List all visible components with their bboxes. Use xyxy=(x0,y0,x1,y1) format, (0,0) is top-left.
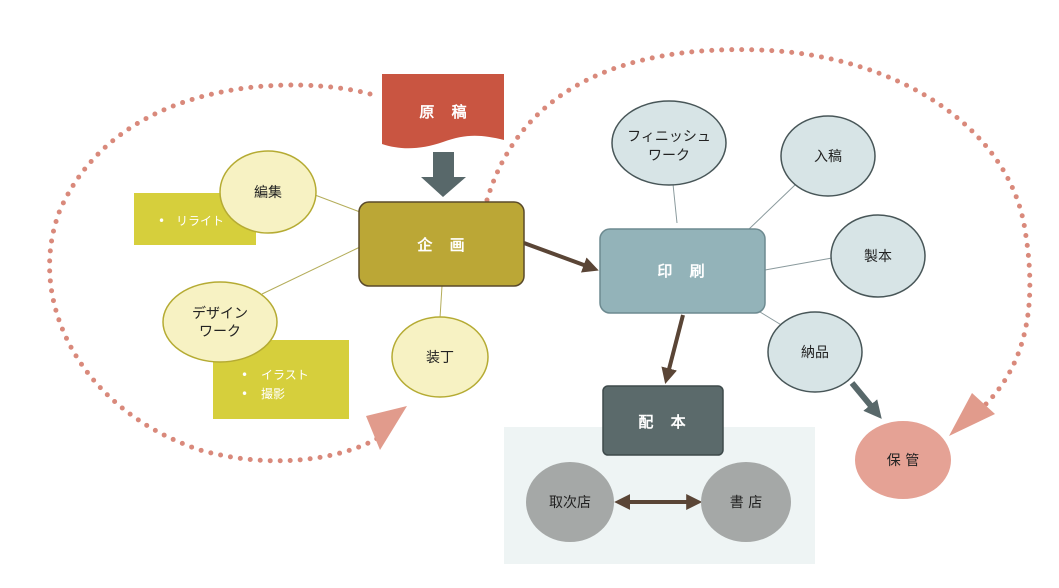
svg-text:書 店: 書 店 xyxy=(730,495,762,511)
note-illustration: イラスト xyxy=(261,368,309,382)
svg-text:入稿: 入稿 xyxy=(814,149,842,165)
dotted-cycle-loop xyxy=(47,82,381,464)
svg-text:配 本: 配 本 xyxy=(638,413,691,431)
bubble-nyuko: 入稿 xyxy=(780,115,876,197)
svg-text:製本: 製本 xyxy=(864,249,892,265)
svg-text:印 刷: 印 刷 xyxy=(657,262,710,280)
bubble-nohin: 納品 xyxy=(767,311,863,393)
node-hokan: 保 管 xyxy=(855,421,951,499)
svg-text:企 画: 企 画 xyxy=(416,236,470,254)
bubble-finishing-work: フィニッシュ ワーク xyxy=(611,100,727,186)
bubble-toritsugi: 取次店 xyxy=(526,462,614,542)
svg-text:原 稿: 原 稿 xyxy=(419,103,472,121)
node-kikaku: 企 画 xyxy=(358,201,525,287)
svg-text:ワーク: ワーク xyxy=(199,324,241,340)
planning-connectors xyxy=(261,194,443,319)
bubble-shoten: 書 店 xyxy=(701,462,791,542)
svg-text:ワーク: ワーク xyxy=(648,148,690,164)
svg-text:編集: 編集 xyxy=(254,184,282,201)
note-photography: 撮影 xyxy=(261,387,285,401)
loop-arrowhead-left xyxy=(366,406,407,450)
arrow-kikaku-to-insatsu xyxy=(523,241,599,273)
bubble-henshu: 編集 xyxy=(219,150,317,234)
svg-text:デザイン: デザイン xyxy=(192,305,248,322)
svg-text:•: • xyxy=(241,368,248,382)
svg-text:•: • xyxy=(158,214,165,228)
arrow-nohin-to-hokan xyxy=(849,381,882,419)
svg-text:取次店: 取次店 xyxy=(549,495,591,511)
bubble-design-work: デザイン ワーク xyxy=(162,281,278,363)
bubble-soutei: 装丁 xyxy=(391,316,489,398)
svg-text:保 管: 保 管 xyxy=(887,453,919,469)
node-genko: 原 稿 xyxy=(382,74,504,149)
svg-text:•: • xyxy=(241,387,248,401)
node-haihon: 配 本 xyxy=(602,385,724,456)
svg-text:フィニッシュ: フィニッシュ xyxy=(627,129,711,145)
arrow-insatsu-to-haihon xyxy=(661,314,685,384)
svg-text:納品: 納品 xyxy=(801,345,829,361)
loop-arrowhead-right xyxy=(949,393,995,436)
node-insatsu: 印 刷 xyxy=(599,228,766,314)
note-rewrite: リライト xyxy=(176,214,224,228)
svg-text:装丁: 装丁 xyxy=(426,350,454,366)
printing-connectors xyxy=(672,183,833,327)
bubble-seihon: 製本 xyxy=(830,214,926,298)
arrow-genko-to-kikaku xyxy=(421,152,466,197)
